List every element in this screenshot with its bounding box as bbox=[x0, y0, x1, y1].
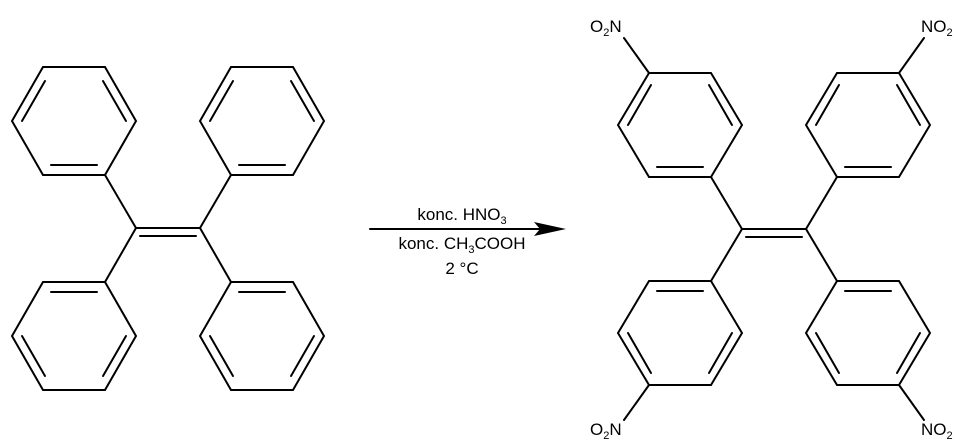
nitro-label-top-left: O2N bbox=[590, 17, 622, 39]
nitro-label-bottom-right: NO2 bbox=[921, 420, 953, 441]
nitro-bond-top-left bbox=[623, 37, 650, 74]
product-ring-top-right bbox=[804, 72, 932, 178]
product-ring-bottom-right bbox=[804, 280, 932, 386]
nitro-label-bottom-left: O2N bbox=[590, 420, 622, 441]
reaction-arrow bbox=[369, 222, 566, 236]
reactant-phenyl-ring-bottom-right bbox=[198, 281, 326, 391]
product-connector-br bbox=[805, 228, 838, 282]
product-connector-tr bbox=[805, 176, 838, 230]
reactant-connector-bl bbox=[104, 227, 137, 283]
product-ring-bottom-left bbox=[616, 280, 744, 386]
product-ring-top-left bbox=[616, 72, 744, 178]
product-tetrakis-nitrophenyl-ethylene: O2N NO2 O2N NO2 bbox=[590, 17, 953, 442]
reactant-tetraphenylethylene bbox=[10, 66, 326, 391]
reactant-phenyl-ring-top-right bbox=[198, 66, 326, 176]
reactant-connector-tr bbox=[199, 174, 232, 229]
reagent-nitric-acid: konc. HNO3 bbox=[417, 205, 506, 227]
product-connector-tl bbox=[710, 176, 743, 230]
nitro-bond-top-right bbox=[898, 37, 925, 74]
reactant-connector-br bbox=[199, 227, 232, 283]
nitro-bond-bottom-right bbox=[898, 384, 925, 421]
reactant-phenyl-ring-bottom-left bbox=[10, 281, 138, 391]
reaction-temperature: 2 °C bbox=[445, 259, 478, 278]
nitro-bond-bottom-left bbox=[623, 384, 650, 421]
product-connector-bl bbox=[710, 228, 743, 282]
reactant-phenyl-ring-top-left bbox=[10, 66, 138, 176]
nitro-label-top-right: NO2 bbox=[921, 17, 953, 39]
reagent-acetic-acid: konc. CH3COOH bbox=[398, 234, 525, 256]
reactant-connector-tl bbox=[104, 174, 137, 229]
